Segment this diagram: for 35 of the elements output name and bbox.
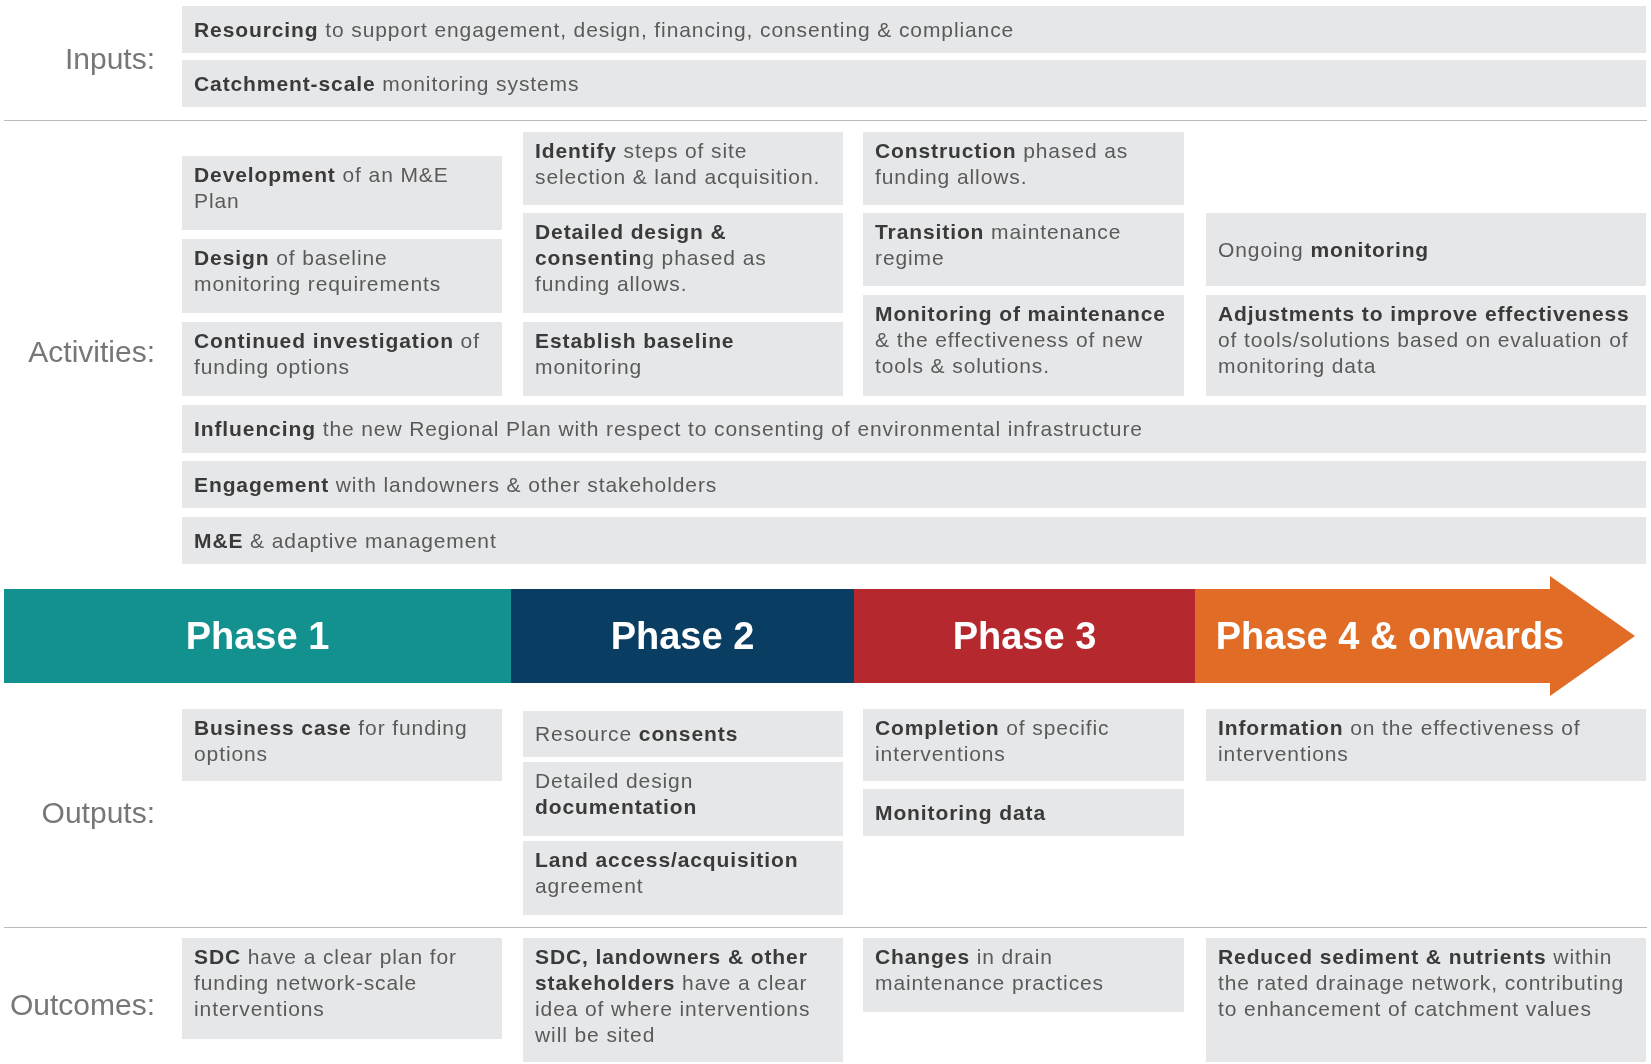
row-label: Activities:	[27, 335, 155, 369]
phase-band: Phase 2	[511, 589, 854, 683]
activity-card: Construction phased as funding allows.	[863, 132, 1184, 205]
output-card: Detailed design documentation	[523, 762, 843, 836]
activity-card: Adjustments to improve effectiveness of tools/solutions based on evaluation of monitoring data	[1206, 295, 1646, 396]
activity-card: Detailed design & consenting phased as funding allows.	[523, 213, 843, 313]
activity-card: M&E & adaptive management	[182, 517, 1646, 564]
activity-card: Continued investigation of funding options	[182, 322, 502, 396]
activity-card: Engagement with landowners & other stakeholders	[182, 461, 1646, 508]
activity-card: Establish baseline monitoring	[523, 322, 843, 396]
output-card: Information on the effectiveness of interventions	[1206, 709, 1646, 781]
row-label: Outputs:	[40, 796, 155, 830]
row-label: Inputs:	[63, 42, 155, 76]
output-card: Land access/acquisition agreement	[523, 841, 843, 915]
activity-card: Transition maintenance regime	[863, 213, 1184, 286]
row-label: Outcomes:	[8, 988, 155, 1022]
output-card: Monitoring data	[863, 789, 1184, 836]
outcome-card: Changes in drain maintenance practices	[863, 938, 1184, 1012]
output-card: Business case for funding options	[182, 709, 502, 781]
output-card: Completion of specific interventions	[863, 709, 1184, 781]
activity-card: Monitoring of maintenance & the effectiveness of new tools & solutions.	[863, 295, 1184, 396]
input-card: Resourcing to support engagement, design, financing, consenting & compliance	[182, 6, 1646, 53]
activity-card: Influencing the new Regional Plan with respect to consenting of environmental infrastructure	[182, 405, 1646, 453]
input-card: Catchment-scale monitoring systems	[182, 60, 1646, 107]
activity-card: Development of an M&E Plan	[182, 156, 502, 230]
phase-band: Phase 1	[4, 589, 511, 683]
phase-band: Phase 4 & onwards	[1195, 576, 1635, 696]
phase-band: Phase 3	[854, 589, 1195, 683]
outcome-card: SDC, landowners & other stakeholders have a clear idea of where interventions will be sited	[523, 938, 843, 1062]
output-card: Resource consents	[523, 711, 843, 757]
activity-card: Identify steps of site selection & land acquisition.	[523, 132, 843, 205]
activity-card: Design of baseline monitoring requirements	[182, 239, 502, 313]
outcome-card: SDC have a clear plan for funding network-scale interventions	[182, 938, 502, 1039]
outcome-card: Reduced sediment & nutrients within the rated drainage network, contributing to enhancement of catchment values	[1206, 938, 1646, 1062]
activity-card: Ongoing monitoring	[1206, 213, 1646, 286]
